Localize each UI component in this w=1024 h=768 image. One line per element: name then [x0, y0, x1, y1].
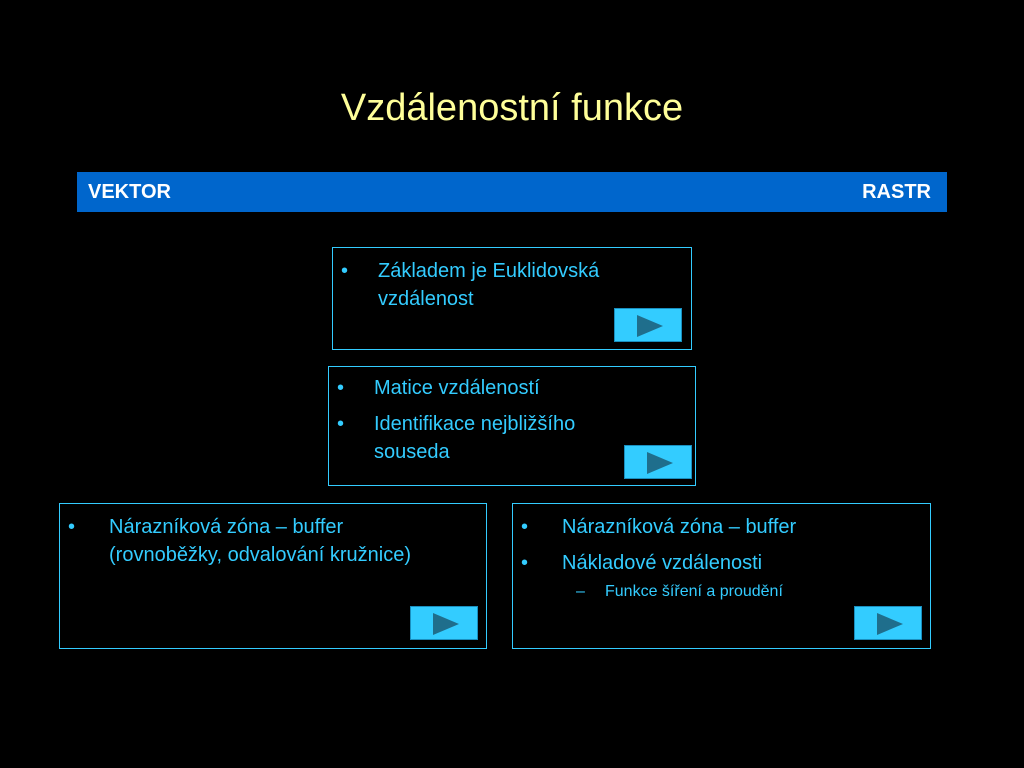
box-euclidean: Základem je Euklidovská vzdálenost — [332, 247, 692, 350]
play-arrow-icon — [637, 315, 663, 337]
sub-list-item: Funkce šíření a proudění — [513, 582, 930, 602]
list-item: Nárazníková zóna – buffer — [513, 513, 930, 541]
list-item: Nákladové vzdálenosti — [513, 549, 930, 577]
play-arrow-icon — [877, 613, 903, 635]
play-arrow-icon — [647, 452, 673, 474]
next-button[interactable] — [614, 308, 682, 342]
next-button[interactable] — [410, 606, 478, 640]
next-button[interactable] — [854, 606, 922, 640]
list-item: Nárazníková zóna – buffer (rovnoběžky, o… — [60, 513, 486, 569]
slide-title: Vzdálenostní funkce — [340, 87, 684, 129]
box-distance-matrix: Matice vzdáleností Identifikace nejbližš… — [328, 366, 696, 486]
box-vector-buffer: Nárazníková zóna – buffer (rovnoběžky, o… — [59, 503, 487, 649]
play-arrow-icon — [433, 613, 459, 635]
header-vektor: VEKTOR — [88, 181, 171, 203]
list-item: Základem je Euklidovská vzdálenost — [333, 257, 691, 313]
list-item: Matice vzdáleností — [329, 374, 695, 402]
box-raster-buffer: Nárazníková zóna – buffer Nákladové vzdá… — [512, 503, 931, 649]
header-rastr: RASTR — [862, 181, 931, 203]
list-item: Identifikace nejbližšího souseda — [329, 410, 695, 466]
header-bar: VEKTOR RASTR — [77, 172, 947, 212]
next-button[interactable] — [624, 445, 692, 479]
